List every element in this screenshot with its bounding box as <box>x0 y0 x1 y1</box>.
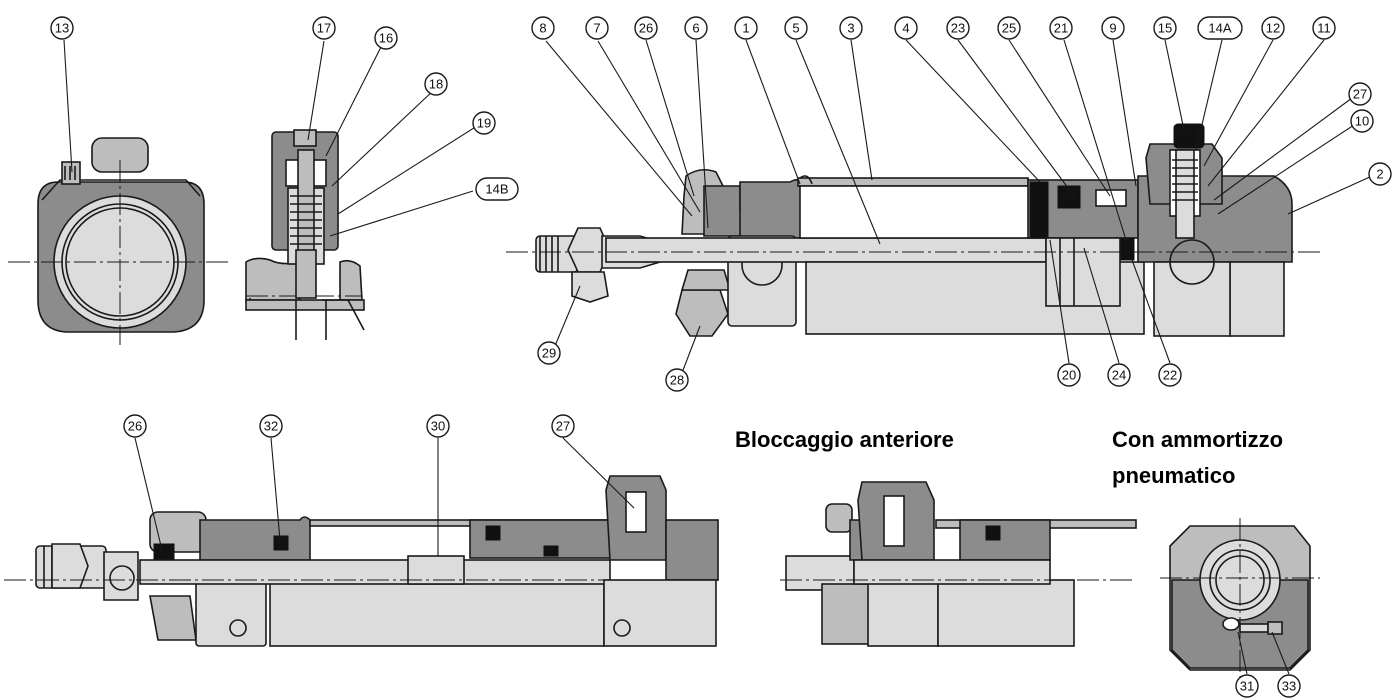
callout-11: 11 <box>1312 16 1336 40</box>
svg-text:10: 10 <box>1355 114 1369 129</box>
svg-text:26: 26 <box>128 419 142 434</box>
svg-text:20: 20 <box>1062 368 1076 383</box>
callout-29: 29 <box>537 341 561 365</box>
callout-25: 25 <box>997 16 1021 40</box>
callout-26-lower: 26 <box>123 414 147 438</box>
callout-2: 2 <box>1368 162 1392 186</box>
callout-28: 28 <box>665 368 689 392</box>
svg-text:24: 24 <box>1112 368 1126 383</box>
callout-23: 23 <box>946 16 970 40</box>
svg-text:19: 19 <box>477 116 491 131</box>
long-cylinder-drawing <box>4 475 720 647</box>
svg-text:7: 7 <box>593 21 600 36</box>
callout-12: 12 <box>1261 16 1285 40</box>
svg-text:9: 9 <box>1109 21 1116 36</box>
svg-text:25: 25 <box>1002 21 1016 36</box>
svg-text:29: 29 <box>542 346 556 361</box>
callout-6: 6 <box>684 16 708 40</box>
callout-30: 30 <box>426 414 450 438</box>
svg-text:3: 3 <box>847 21 854 36</box>
svg-text:21: 21 <box>1054 21 1068 36</box>
svg-text:32: 32 <box>264 419 278 434</box>
callout-33: 33 <box>1277 674 1301 698</box>
svg-text:5: 5 <box>792 21 799 36</box>
svg-text:27: 27 <box>556 419 570 434</box>
svg-text:26: 26 <box>639 21 653 36</box>
svg-text:28: 28 <box>670 373 684 388</box>
svg-text:23: 23 <box>951 21 965 36</box>
callout-1: 1 <box>734 16 758 40</box>
svg-text:22: 22 <box>1163 368 1177 383</box>
callout-7: 7 <box>585 16 609 40</box>
callout-31: 31 <box>1235 674 1259 698</box>
callout-14a: 14A <box>1197 16 1243 40</box>
cushion-end-view-drawing <box>1160 518 1320 690</box>
svg-text:14A: 14A <box>1208 21 1231 36</box>
lock-detail-drawing <box>245 129 365 340</box>
callout-27-lower: 27 <box>551 414 575 438</box>
callout-9: 9 <box>1101 16 1125 40</box>
callout-17: 17 <box>312 16 336 40</box>
callout-22: 22 <box>1158 363 1182 387</box>
svg-text:11: 11 <box>1317 21 1331 36</box>
callout-16: 16 <box>374 26 398 50</box>
front-lock-drawing <box>780 481 1137 647</box>
svg-text:30: 30 <box>431 419 445 434</box>
callout-5: 5 <box>784 16 808 40</box>
leader-lines <box>63 39 1373 675</box>
cushion-heading-line1: Con ammortizzo <box>1112 427 1284 452</box>
svg-text:31: 31 <box>1240 679 1254 694</box>
callout-26: 26 <box>634 16 658 40</box>
callout-3: 3 <box>839 16 863 40</box>
svg-text:17: 17 <box>317 21 331 36</box>
svg-text:33: 33 <box>1282 679 1296 694</box>
svg-text:13: 13 <box>55 21 69 36</box>
svg-text:1: 1 <box>742 21 749 36</box>
callout-19: 19 <box>472 111 496 135</box>
end-view-drawing <box>8 137 232 345</box>
callout-14b: 14B <box>475 177 519 201</box>
callout-20: 20 <box>1057 363 1081 387</box>
svg-text:2: 2 <box>1376 167 1383 182</box>
callout-10: 10 <box>1350 109 1374 133</box>
svg-text:16: 16 <box>379 31 393 46</box>
callout-15: 15 <box>1153 16 1177 40</box>
svg-text:27: 27 <box>1353 87 1367 102</box>
svg-text:6: 6 <box>692 21 699 36</box>
callout-4: 4 <box>894 16 918 40</box>
svg-text:15: 15 <box>1158 21 1172 36</box>
callout-8: 8 <box>531 16 555 40</box>
callout-27: 27 <box>1348 82 1372 106</box>
svg-text:18: 18 <box>429 77 443 92</box>
callout-13: 13 <box>50 16 74 40</box>
callout-21: 21 <box>1049 16 1073 40</box>
main-cylinder-drawing <box>506 123 1320 337</box>
svg-text:14B: 14B <box>485 182 508 197</box>
front-lock-heading: Bloccaggio anteriore <box>735 427 954 452</box>
svg-text:12: 12 <box>1266 21 1280 36</box>
cushion-heading-line2: pneumatico <box>1112 463 1236 488</box>
callout-32: 32 <box>259 414 283 438</box>
callout-18: 18 <box>424 72 448 96</box>
svg-text:8: 8 <box>539 21 546 36</box>
svg-text:4: 4 <box>902 21 909 36</box>
callout-24: 24 <box>1107 363 1131 387</box>
